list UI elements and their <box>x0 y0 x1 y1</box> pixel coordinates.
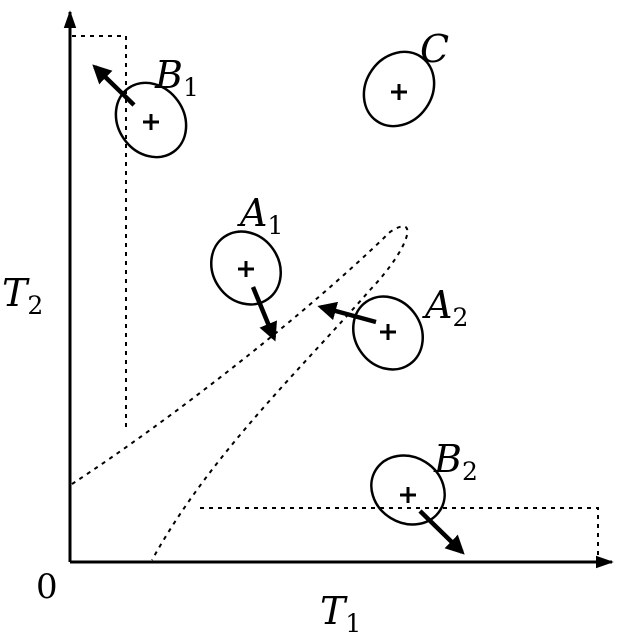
label-b2: B2 <box>433 437 478 486</box>
label-b1: B1 <box>154 53 199 102</box>
c-center-marker <box>391 84 407 100</box>
a1-arrow <box>250 286 277 342</box>
label-a2: A2 <box>422 283 468 332</box>
b1-center-marker <box>143 114 159 130</box>
b2-arrow <box>418 509 465 555</box>
b1-ellipse <box>114 81 188 159</box>
b2-center-marker <box>400 487 416 503</box>
label-c: C <box>420 27 449 71</box>
b2-dotted-region <box>200 507 599 560</box>
t2-axis-label: T2 <box>2 271 43 320</box>
diagonal-dotted-ellipse <box>71 225 409 561</box>
t1-axis-label: T1 <box>320 589 361 638</box>
c-ellipse <box>362 50 436 128</box>
b1-arrow <box>92 64 136 107</box>
a2-ellipse <box>352 295 424 371</box>
a2-arrow <box>317 301 377 325</box>
b2-ellipse <box>370 454 446 526</box>
a2-center-marker <box>380 324 396 340</box>
a1-center-marker <box>238 261 254 277</box>
label-a1: A1 <box>237 191 283 240</box>
a1-ellipse <box>210 230 282 306</box>
origin-label: 0 <box>36 567 58 607</box>
b1-dotted-region <box>72 35 127 430</box>
